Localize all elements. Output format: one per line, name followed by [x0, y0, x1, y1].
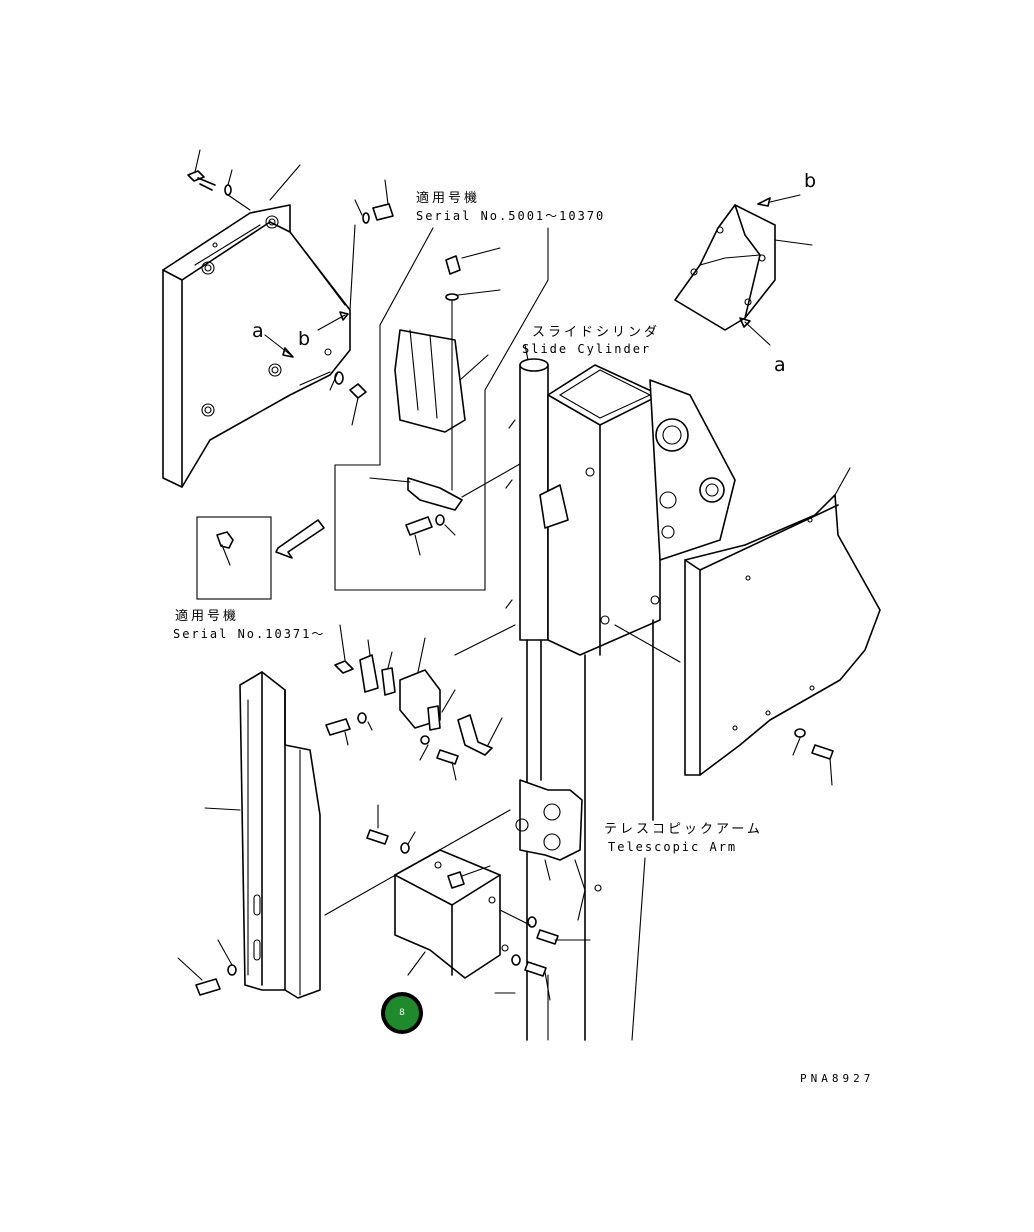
ref-letter-b-left: b: [298, 328, 311, 350]
ref-letter-b-right: b: [804, 170, 817, 192]
drawing-code: PNA8927: [800, 1072, 875, 1085]
ref-letter-a-right: a: [774, 354, 786, 376]
ref-letter-a-left: a: [252, 320, 264, 342]
serial-5001-inset: [334, 227, 549, 591]
ref-arrows-left: [264, 311, 349, 358]
left-lower-cover: [177, 671, 511, 999]
serial-10371-inset: [196, 516, 325, 600]
right-guard: [674, 194, 813, 346]
telescopic-arm-label-en: Telescopic Arm: [608, 840, 738, 854]
callout-number-badge[interactable]: 8: [381, 992, 423, 1034]
telescopic-arm-label-jp: テレスコピックアーム: [604, 822, 763, 837]
left-cover-plate: [162, 204, 351, 488]
bottom-guard: [366, 804, 591, 1001]
slide-head: [649, 379, 736, 561]
slide-cylinder-label-jp: スライドシリンダ: [532, 325, 661, 340]
bolts-top-left: [187, 149, 394, 426]
slide-cylinder: [505, 358, 661, 656]
leader-lines: [524, 344, 529, 361]
right-cover-plate: [614, 467, 881, 786]
applicable-models-jp-2: 適用号機: [175, 609, 240, 624]
mid-brackets: [325, 624, 516, 781]
slide-cylinder-label-en: Slide Cylinder: [522, 342, 652, 356]
serial-range-label-1: Serial No.5001〜10370: [416, 209, 606, 223]
applicable-models-jp-1: 適用号機: [416, 191, 481, 206]
callout-number: 8: [385, 996, 419, 1030]
telescopic-arm: [515, 619, 654, 1041]
serial-range-label-2: Serial No.10371〜: [173, 627, 326, 641]
